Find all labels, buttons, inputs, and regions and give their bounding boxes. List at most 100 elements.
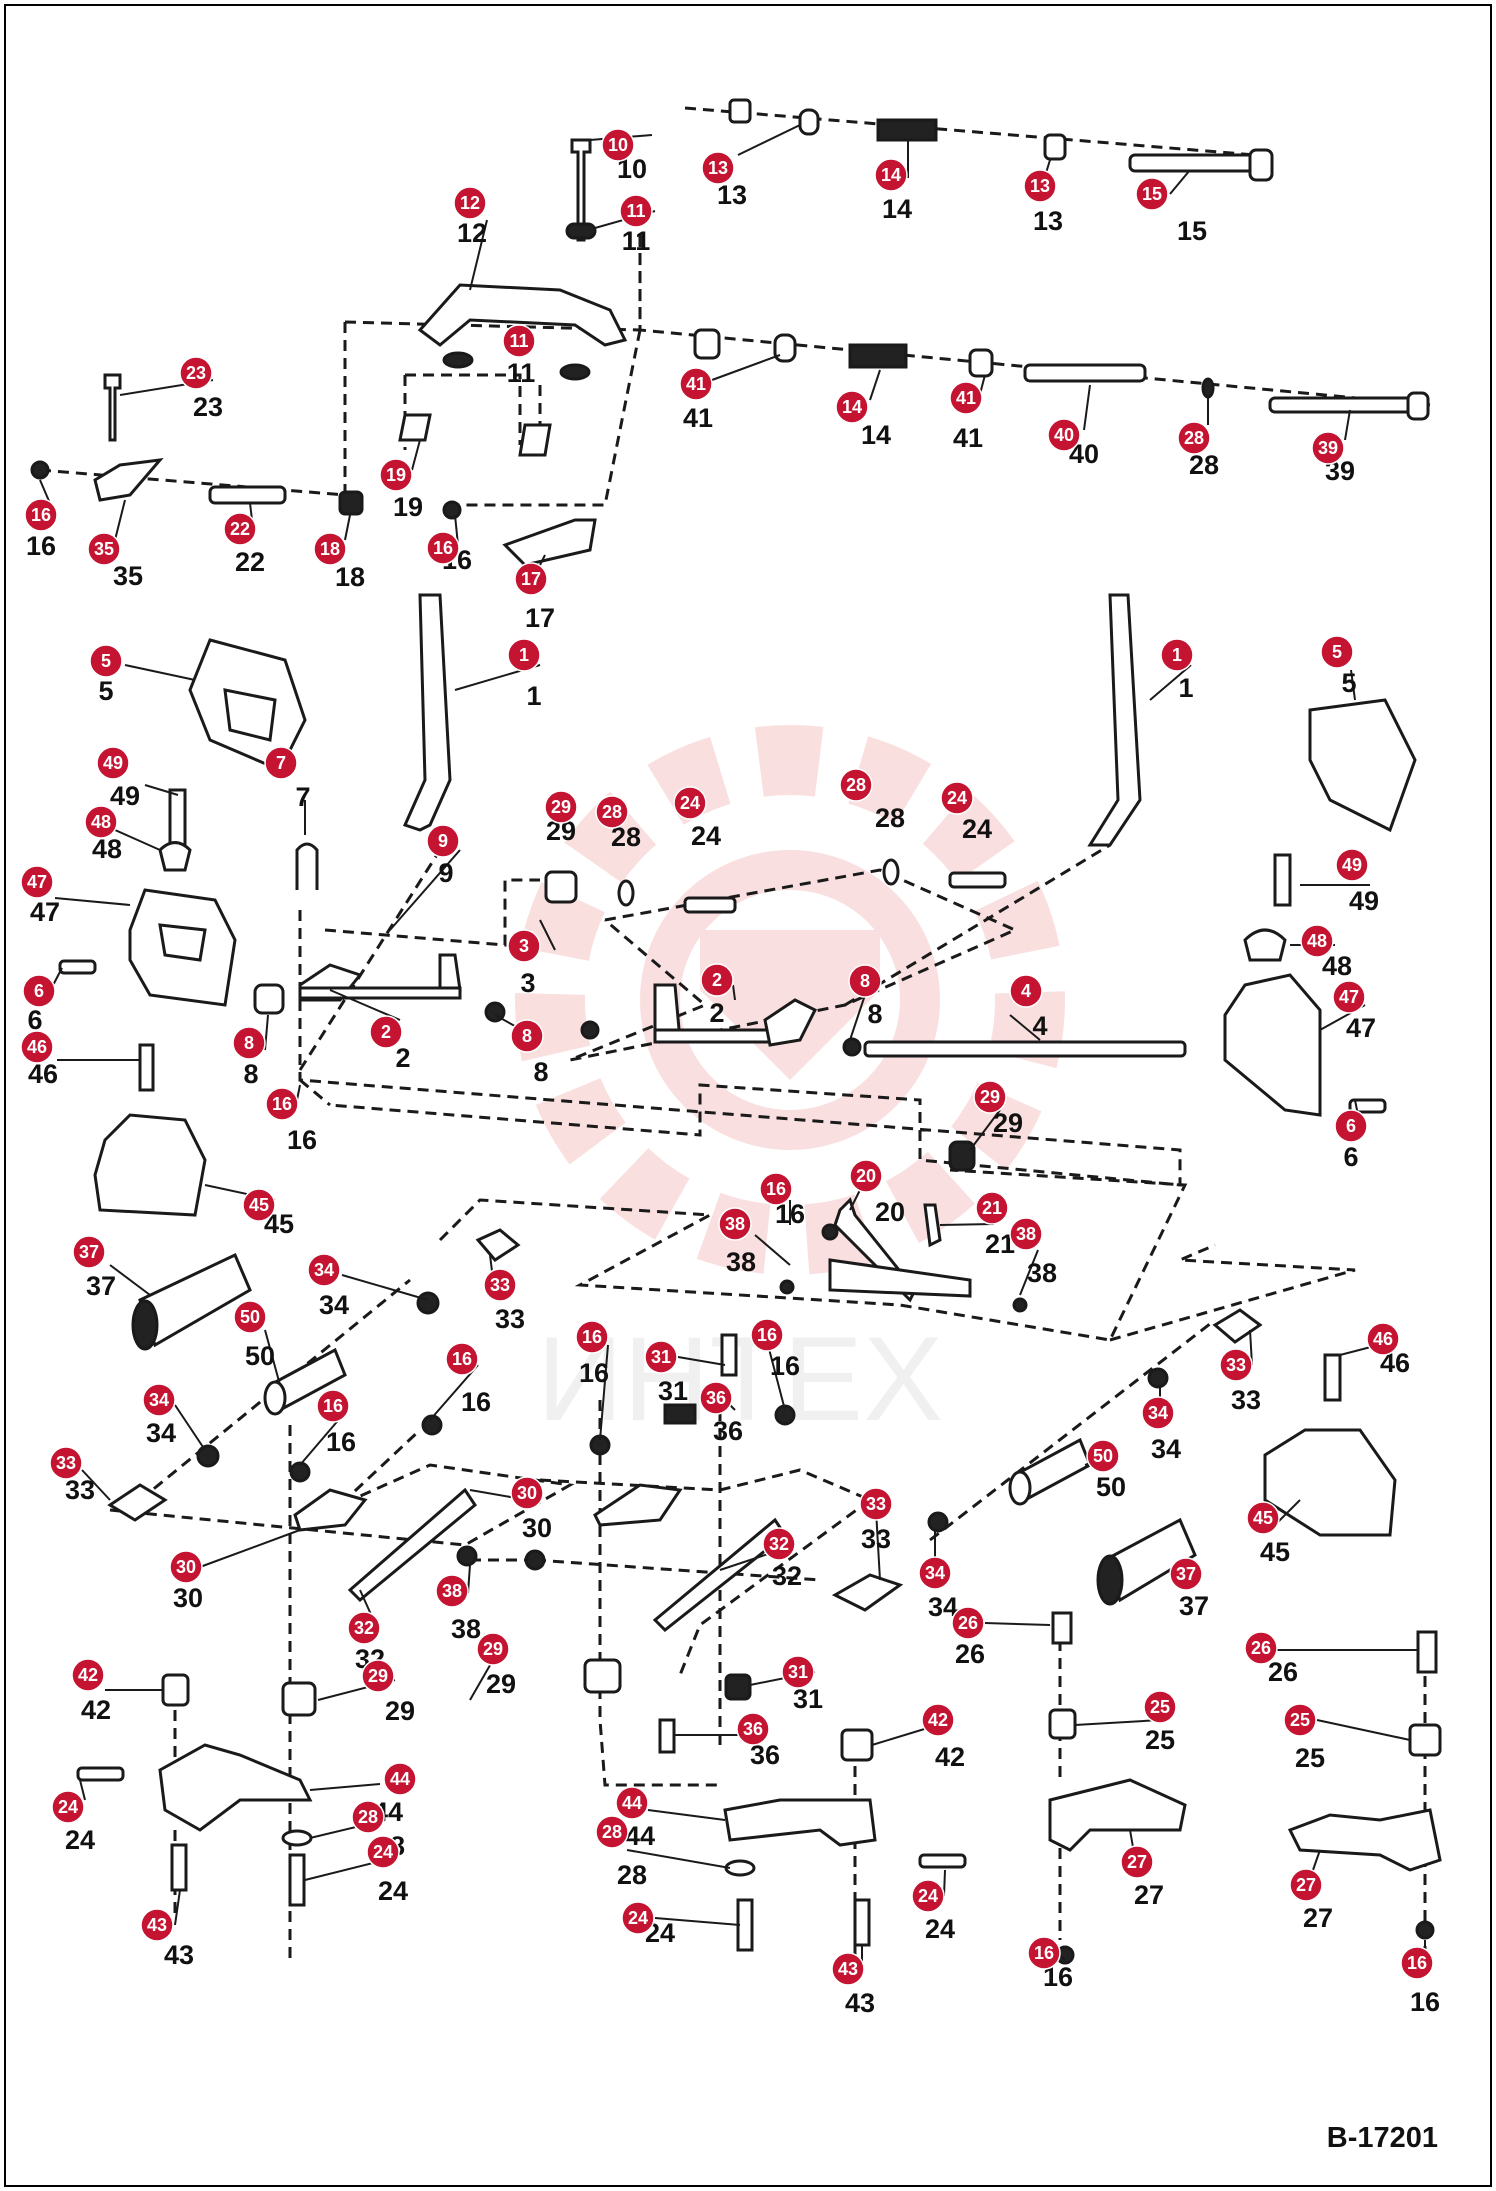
part-label: 8 (867, 999, 882, 1029)
callout-marker: 29 (361, 1659, 395, 1693)
callout-marker: 33 (859, 1487, 893, 1521)
callout-marker: 13 (701, 151, 735, 185)
callout-circle (1120, 1845, 1154, 1879)
callout-circle (232, 1026, 266, 1060)
callout-number: 14 (881, 165, 901, 185)
callout-number: 15 (1142, 184, 1162, 204)
part-label: 24 (65, 1825, 95, 1855)
callout-number: 23 (186, 363, 206, 383)
part-label: 24 (378, 1876, 408, 1906)
callout-number: 11 (509, 331, 528, 351)
callout-number: 27 (1296, 1875, 1316, 1895)
callout-circle (762, 1527, 796, 1561)
callout-marker: 41 (679, 367, 713, 401)
callout-number: 33 (56, 1453, 76, 1473)
callout-marker: 32 (347, 1611, 381, 1645)
callout-number: 9 (438, 831, 448, 851)
callout-circle (718, 1207, 752, 1241)
callout-circle (575, 1320, 609, 1354)
part-label: 6 (27, 1005, 42, 1035)
callout-number: 44 (622, 1793, 642, 1813)
callout-marker: 41 (949, 381, 983, 415)
callout-marker: 9 (426, 824, 460, 858)
callout-number: 29 (980, 1087, 1000, 1107)
callout-number: 44 (390, 1769, 410, 1789)
callout-marker: 50 (1086, 1439, 1120, 1473)
callout-marker: 6 (1334, 1109, 1368, 1143)
callout-marker: 38 (1009, 1217, 1043, 1251)
part-label: 48 (92, 834, 122, 864)
callout-circle (49, 1446, 83, 1480)
callout-number: 16 (452, 1349, 472, 1369)
callout-number: 31 (651, 1347, 671, 1367)
callout-marker: 5 (1320, 635, 1354, 669)
callout-circle (316, 1389, 350, 1423)
callout-number: 46 (1373, 1329, 1393, 1349)
callout-circle (140, 1908, 174, 1942)
callout-circle (918, 1556, 952, 1590)
callout-circle (426, 824, 460, 858)
callout-marker: 16 (759, 1172, 793, 1206)
callout-number: 25 (1150, 1697, 1170, 1717)
callout-circle (699, 1381, 733, 1415)
part-label: 38 (1027, 1258, 1057, 1288)
callout-number: 24 (373, 1842, 393, 1862)
callout-marker: 43 (831, 1952, 865, 1986)
callout-circle (233, 1300, 267, 1334)
callout-circle (435, 1574, 469, 1608)
callout-number: 50 (240, 1307, 260, 1327)
callout-circle (1244, 1631, 1278, 1665)
part-label: 38 (726, 1247, 756, 1277)
callout-marker: 49 (1335, 848, 1369, 882)
callout-marker: 49 (96, 746, 130, 780)
callout-circle (595, 795, 629, 829)
callout-marker: 16 (1027, 1936, 1061, 1970)
part-label: 43 (164, 1940, 194, 1970)
callout-circle (1283, 1703, 1317, 1737)
part-label: 29 (486, 1669, 516, 1699)
callout-marker: 31 (781, 1655, 815, 1689)
part-label: 45 (1260, 1537, 1290, 1567)
callout-circle (445, 1342, 479, 1376)
part-label: 37 (1179, 1591, 1209, 1621)
part-label: 42 (81, 1695, 111, 1725)
callout-marker: 34 (142, 1383, 176, 1417)
callout-circle (347, 1611, 381, 1645)
callout-number: 26 (958, 1613, 978, 1633)
part-label: 46 (28, 1059, 58, 1089)
callout-number: 1 (519, 645, 529, 665)
callout-marker: 23 (179, 356, 213, 390)
callout-circle (514, 562, 548, 596)
callout-marker: 24 (366, 1835, 400, 1869)
callout-number: 34 (149, 1390, 169, 1410)
callout-marker: 4 (1009, 974, 1043, 1008)
callout-circle (1300, 924, 1334, 958)
callout-number: 39 (1318, 438, 1338, 458)
callout-number: 13 (1030, 176, 1050, 196)
part-label: 23 (193, 392, 223, 422)
callout-marker: 46 (1366, 1322, 1400, 1356)
callout-circle (507, 638, 541, 672)
callout-number: 42 (928, 1710, 948, 1730)
callout-marker: 16 (750, 1318, 784, 1352)
callout-marker: 24 (940, 781, 974, 815)
callout-marker: 31 (644, 1340, 678, 1374)
part-label: 28 (617, 1860, 647, 1890)
callout-circle (839, 768, 873, 802)
callout-marker: 13 (1023, 169, 1057, 203)
part-label: 19 (393, 492, 423, 522)
callout-circle (169, 1550, 203, 1584)
part-label: 30 (173, 1583, 203, 1613)
callout-circle (701, 151, 735, 185)
callout-number: 20 (856, 1166, 876, 1186)
callout-marker: 21 (975, 1191, 1009, 1225)
part-label: 8 (533, 1057, 548, 1087)
callout-number: 28 (602, 802, 622, 822)
callout-circle (84, 805, 118, 839)
callout-marker: 22 (223, 512, 257, 546)
part-label: 31 (658, 1376, 688, 1406)
callout-circle (483, 1268, 517, 1302)
callout-number: 28 (602, 1822, 622, 1842)
callout-number: 13 (708, 158, 728, 178)
callout-circle (72, 1235, 106, 1269)
